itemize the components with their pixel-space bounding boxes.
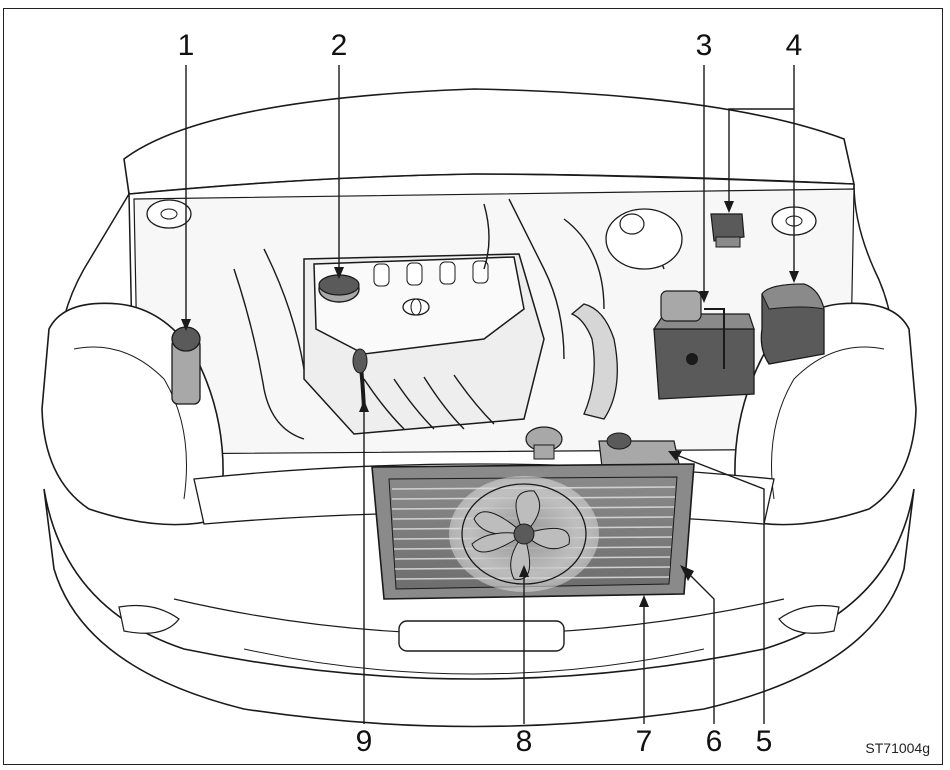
radiator-cap <box>525 426 563 460</box>
cooling-fan <box>449 476 599 592</box>
brand-emblem <box>402 298 430 316</box>
callout-6: 6 <box>705 725 723 758</box>
battery <box>652 290 755 400</box>
oil-filler-cap <box>318 274 360 303</box>
fog-lamp-right <box>778 604 840 634</box>
callout-9: 9 <box>355 725 373 758</box>
callout-3: 3 <box>695 29 713 62</box>
callout-8: 8 <box>515 725 533 758</box>
callout-4: 4 <box>785 29 803 62</box>
hoses <box>233 198 665 440</box>
engine-bay-illustration <box>41 65 917 728</box>
coolant-reservoir <box>598 432 680 468</box>
callout-7: 7 <box>635 725 653 758</box>
callout-1: 1 <box>177 29 195 62</box>
hood-outline <box>123 88 856 195</box>
callout-2: 2 <box>330 29 348 62</box>
brake-booster <box>605 208 683 270</box>
leader-lines <box>185 65 795 724</box>
fuse-box-large <box>760 283 825 365</box>
fog-lamp-left <box>118 604 180 634</box>
callout-5: 5 <box>755 725 773 758</box>
fuse-box-small <box>710 213 745 248</box>
washer-fluid-reservoir <box>171 326 201 405</box>
diagram-frame: 1 2 3 4 5 6 7 8 9 ST71004g <box>3 8 943 765</box>
license-plate-recess <box>398 620 565 652</box>
leader-arrows <box>181 201 799 607</box>
air-intake-duct <box>570 303 618 420</box>
figure-code: ST71004g <box>865 740 930 756</box>
front-bumper <box>43 488 915 728</box>
